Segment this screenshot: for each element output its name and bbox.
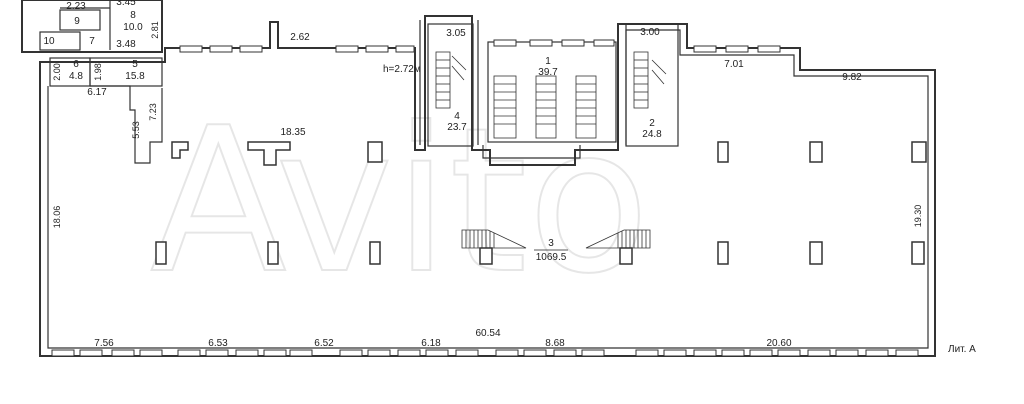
dim-9-82: 9.82 bbox=[842, 72, 862, 83]
small-rooms-block bbox=[21, 0, 163, 164]
inner-hall-walls bbox=[47, 20, 929, 349]
main-hall-walls bbox=[39, 15, 936, 357]
room-4-number: 4 bbox=[454, 111, 460, 122]
dim-6-53: 6.53 bbox=[208, 338, 228, 349]
room-3-area: 1069.5 bbox=[536, 252, 567, 263]
dim-18-06: 18.06 bbox=[52, 206, 62, 229]
dim-2-81: 2.81 bbox=[150, 21, 160, 39]
ramp-right bbox=[585, 229, 651, 249]
dim-7-56: 7.56 bbox=[94, 338, 114, 349]
dim-2-00: 2.00 bbox=[52, 63, 62, 81]
watermark-text: Avito bbox=[150, 85, 650, 318]
dim-60-54: 60.54 bbox=[475, 328, 500, 339]
dim-5-53: 5.53 bbox=[131, 121, 141, 139]
dim-6-17: 6.17 bbox=[87, 87, 107, 98]
room-8-area: 10.0 bbox=[123, 22, 143, 33]
room-5-area: 15.8 bbox=[125, 71, 145, 82]
room-1-area: 39.7 bbox=[538, 67, 558, 78]
dim-1-98: 1.98 bbox=[93, 63, 103, 81]
dim-20-60: 20.60 bbox=[766, 338, 791, 349]
room-9-number: 9 bbox=[74, 16, 80, 27]
dim-3-00: 3.00 bbox=[640, 27, 660, 38]
room-5-number: 5 bbox=[132, 59, 138, 70]
room-4-area: 23.7 bbox=[447, 122, 467, 133]
dim-2-62: 2.62 bbox=[290, 32, 310, 43]
room-2-number: 2 bbox=[649, 118, 655, 129]
dim-6-18: 6.18 bbox=[421, 338, 441, 349]
dim-3-48: 3.48 bbox=[116, 39, 136, 50]
dimensions: 3.45 2.23 2.81 3.48 2.00 1.98 6.17 5.53 … bbox=[52, 0, 923, 349]
room-8-number: 8 bbox=[130, 10, 136, 21]
room-2-area: 24.8 bbox=[642, 129, 662, 140]
room-4-box bbox=[427, 23, 474, 147]
columns bbox=[155, 141, 927, 265]
litera-label: Лит. А bbox=[948, 344, 976, 355]
stair-room-1 bbox=[493, 75, 597, 139]
room-3-number: 3 bbox=[548, 238, 554, 249]
stair-room-2 bbox=[633, 51, 667, 109]
dim-3-45: 3.45 bbox=[116, 0, 136, 8]
dim-3-05: 3.05 bbox=[446, 28, 466, 39]
room-6-area: 4.8 bbox=[69, 71, 83, 82]
dim-18-35: 18.35 bbox=[280, 127, 305, 138]
room-7-number: 7 bbox=[89, 36, 95, 47]
room-6-number: 6 bbox=[73, 59, 79, 70]
dim-8-68: 8.68 bbox=[545, 338, 565, 349]
dim-7-01: 7.01 bbox=[724, 59, 744, 70]
room-1-number: 1 bbox=[545, 56, 551, 67]
windows-top bbox=[179, 39, 781, 53]
ceiling-height-label: h=2.72м bbox=[383, 64, 421, 75]
ramp-left bbox=[461, 229, 527, 249]
room-2-box bbox=[625, 23, 679, 147]
dim-6-52: 6.52 bbox=[314, 338, 334, 349]
windows-bottom bbox=[51, 349, 919, 357]
stair-room-4 bbox=[435, 51, 467, 109]
dim-19-30: 19.30 bbox=[913, 205, 923, 228]
dim-2-23: 2.23 bbox=[66, 1, 86, 12]
dim-7-23: 7.23 bbox=[148, 103, 158, 121]
room-10-number: 10 bbox=[43, 36, 55, 47]
